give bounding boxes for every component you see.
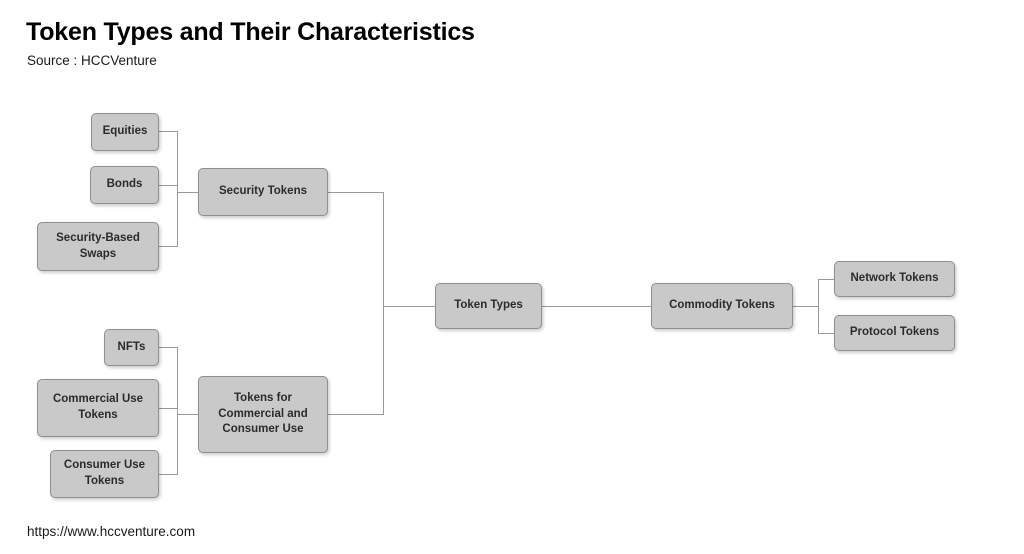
node-security-based-swaps[interactable]: Security-Based Swaps	[37, 222, 159, 271]
connector-token-types-to-commodity-tokens	[542, 306, 651, 307]
source-label: Source : HCCVenture	[27, 53, 157, 68]
connector-commodity-tokens-to-bracket	[793, 306, 818, 307]
node-commercial-use-tokens[interactable]: Commercial Use Tokens	[37, 379, 159, 437]
node-consumer-use-tokens[interactable]: Consumer Use Tokens	[50, 450, 159, 498]
node-tokens-for-commercial-and-consumer-use[interactable]: Tokens for Commercial and Consumer Use	[198, 376, 328, 453]
node-nfts[interactable]: NFTs	[104, 329, 159, 366]
node-protocol-tokens[interactable]: Protocol Tokens	[834, 315, 955, 351]
connector-bracket-to-network-tokens	[818, 279, 834, 280]
bracket-trunk-commercial-consumer	[177, 347, 178, 475]
bracket-trunk-commodity-tokens	[818, 279, 819, 334]
connector-commercial-use-tokens-to-bracket	[159, 408, 178, 409]
connector-bracket-to-protocol-tokens	[818, 333, 834, 334]
connector-equities-to-bracket	[159, 131, 178, 132]
connector-security-based-swaps-to-bracket	[159, 246, 178, 247]
page-title: Token Types and Their Characteristics	[26, 18, 475, 46]
bracket-trunk-security-tokens	[177, 131, 178, 247]
connector-trunk-to-token-types	[383, 306, 435, 307]
node-security-tokens[interactable]: Security Tokens	[198, 168, 328, 216]
connector-bonds-to-bracket	[159, 185, 178, 186]
connector-nfts-to-bracket	[159, 347, 178, 348]
connector-consumer-use-tokens-to-bracket	[159, 474, 178, 475]
node-equities[interactable]: Equities	[91, 113, 159, 151]
node-commodity-tokens[interactable]: Commodity Tokens	[651, 283, 793, 329]
footer-url[interactable]: https://www.hccventure.com	[27, 524, 196, 539]
node-token-types[interactable]: Token Types	[435, 283, 542, 329]
connector-bracket-to-security-tokens	[177, 192, 198, 193]
connector-commercial-consumer-to-trunk	[328, 414, 384, 415]
connector-security-tokens-to-trunk	[328, 192, 384, 193]
connector-bracket-to-commercial-consumer	[177, 414, 198, 415]
node-network-tokens[interactable]: Network Tokens	[834, 261, 955, 297]
bracket-trunk-token-types-left	[383, 192, 384, 415]
node-bonds[interactable]: Bonds	[90, 166, 159, 204]
